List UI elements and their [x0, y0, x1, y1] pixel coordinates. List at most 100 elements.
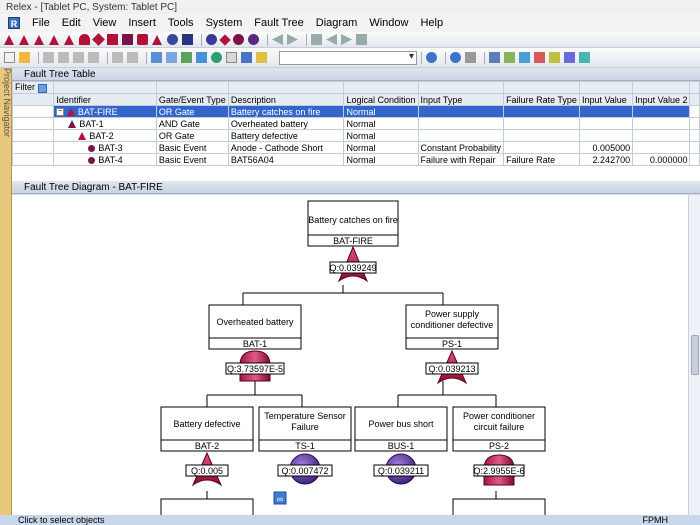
node-bat-2[interactable]: Battery defective BAT-2 Q:0.005: [160, 406, 254, 487]
filter-cell[interactable]: Filter: [11, 81, 55, 94]
row-input-type[interactable]: Failure with Repair: [417, 153, 505, 166]
copy-icon[interactable]: [58, 52, 69, 63]
house-event-icon[interactable]: [92, 33, 105, 46]
row-input-value[interactable]: [578, 105, 634, 118]
report-icon[interactable]: [226, 52, 237, 63]
node-bat-1[interactable]: Overheated battery BAT-1 Q:3.73597E-5: [208, 304, 302, 382]
and-gate-tool-icon[interactable]: [19, 34, 29, 45]
menu-help[interactable]: Help: [420, 17, 444, 29]
cut-icon[interactable]: [43, 52, 54, 63]
filter-icon[interactable]: [37, 83, 47, 93]
properties-icon[interactable]: [181, 52, 192, 63]
event-circle-icon[interactable]: [206, 34, 217, 45]
markov-module-icon[interactable]: [519, 52, 530, 63]
node-bat-fire[interactable]: Battery catches on fire BAT-FIRE Q:0.039…: [307, 200, 399, 283]
column-header-failure-rate-type[interactable]: Failure Rate Type: [503, 93, 580, 106]
transfer-gate-icon[interactable]: [152, 34, 162, 45]
node-bus-1[interactable]: Power bus short BUS-1 Q:0.039211: [354, 406, 448, 485]
row-type[interactable]: AND Gate: [155, 117, 229, 130]
row-input-value[interactable]: [578, 129, 634, 142]
paste-icon[interactable]: [73, 52, 84, 63]
row-rate-type[interactable]: [503, 117, 580, 130]
row-input-type[interactable]: [417, 105, 505, 118]
row-input-value[interactable]: 0.005000: [578, 141, 634, 154]
and-gate-shape-icon[interactable]: [79, 34, 90, 45]
inhibit-gate-tool-icon[interactable]: [64, 34, 74, 45]
project-navigator-tab[interactable]: Project Navigator: [0, 68, 12, 515]
row-type[interactable]: OR Gate: [155, 129, 229, 142]
row-input-value-2[interactable]: [632, 141, 691, 154]
row-rate-type[interactable]: [503, 129, 580, 142]
basic-event-icon[interactable]: [167, 34, 178, 45]
table-row[interactable]: BAT-4 Basic Event BAT56A04 Normal Failur…: [11, 153, 700, 166]
row-condition[interactable]: Normal: [343, 129, 419, 142]
back-arrow-icon[interactable]: [272, 34, 283, 45]
link-icon[interactable]: ∞: [273, 491, 287, 505]
priority-and-gate-tool-icon[interactable]: [49, 34, 59, 45]
first-page-icon[interactable]: [311, 34, 322, 45]
print-icon[interactable]: [151, 52, 162, 63]
transfer-in-icon[interactable]: [137, 34, 148, 45]
app-icon[interactable]: R: [8, 17, 20, 29]
or-gate-tool-icon[interactable]: [4, 34, 14, 45]
row-input-type[interactable]: [417, 117, 505, 130]
menu-system[interactable]: System: [205, 17, 243, 29]
diamond-event-icon[interactable]: [219, 33, 231, 46]
event-description-box[interactable]: [160, 406, 254, 452]
new-file-icon[interactable]: [4, 52, 15, 63]
ellipse-event-icon[interactable]: [233, 34, 244, 45]
column-header-input-type[interactable]: Input Type: [417, 93, 505, 106]
row-type[interactable]: Basic Event: [155, 141, 229, 154]
row-description[interactable]: Battery catches on fire: [227, 105, 345, 118]
event-description-box[interactable]: [452, 406, 546, 452]
view-combo[interactable]: [279, 50, 417, 65]
fault-tree-canvas[interactable]: Battery catches on fire BAT-FIRE Q:0.039…: [12, 195, 688, 515]
collapse-toggle-icon[interactable]: −: [56, 108, 65, 117]
transfer-triangle-icon[interactable]: [182, 34, 193, 45]
chart-icon[interactable]: [241, 52, 252, 63]
help-icon[interactable]: [426, 52, 437, 63]
conditional-event-icon[interactable]: [122, 34, 133, 45]
column-header-input-value[interactable]: Input Value: [578, 93, 634, 106]
calculate-icon[interactable]: [211, 52, 222, 63]
undo-icon[interactable]: [112, 52, 123, 63]
lambda-icon[interactable]: [564, 52, 575, 63]
last-page-icon[interactable]: [356, 34, 367, 45]
row-description[interactable]: Overheated battery: [227, 117, 345, 130]
row-input-type[interactable]: Constant Probability: [417, 141, 505, 154]
row-description[interactable]: Anode - Cathode Short: [227, 141, 345, 154]
row-rate-type[interactable]: Failure Rate: [503, 153, 580, 166]
table-row[interactable]: BAT-2 OR Gate Battery defective Normal: [11, 129, 700, 142]
row-input-value-2[interactable]: [632, 117, 691, 130]
row-input-value[interactable]: [578, 117, 634, 130]
row-input-value-2[interactable]: 0.000000: [632, 153, 691, 166]
column-header-description[interactable]: Description: [227, 93, 345, 106]
xor-gate-tool-icon[interactable]: [34, 34, 44, 45]
event-description-box[interactable]: [208, 304, 302, 350]
previous-page-icon[interactable]: [326, 34, 337, 45]
row-description[interactable]: BAT56A04: [227, 153, 345, 166]
open-folder-icon[interactable]: [19, 52, 30, 63]
row-condition[interactable]: Normal: [343, 105, 419, 118]
table-row[interactable]: BAT-3 Basic Event Anode - Cathode Short …: [11, 141, 700, 154]
navigator-icon[interactable]: [450, 52, 461, 63]
event-description-box[interactable]: [307, 200, 399, 247]
menu-file[interactable]: File: [32, 17, 50, 29]
row-condition[interactable]: Normal: [343, 141, 419, 154]
oval-event-icon[interactable]: [248, 34, 259, 45]
menu-diagram[interactable]: Diagram: [315, 17, 358, 29]
fmea-module-icon[interactable]: [504, 52, 515, 63]
print-preview-icon[interactable]: [166, 52, 177, 63]
table-row[interactable]: − BAT-FIRE OR Gate Battery catches on fi…: [11, 105, 700, 118]
row-type[interactable]: OR Gate: [155, 105, 229, 118]
column-header-input-value-2[interactable]: Input Value 2: [632, 93, 691, 106]
row-input-value-2[interactable]: [632, 129, 691, 142]
menu-fault-tree[interactable]: Fault Tree: [254, 17, 304, 29]
export-icon[interactable]: [256, 52, 267, 63]
column-header-gate-event-type[interactable]: Gate/Event Type: [155, 93, 229, 106]
menu-window[interactable]: Window: [369, 17, 409, 29]
fault-tree-module-icon[interactable]: [534, 52, 545, 63]
row-condition[interactable]: Normal: [343, 153, 419, 166]
row-input-value[interactable]: 2.242700: [578, 153, 634, 166]
rbd-module-icon[interactable]: [489, 52, 500, 63]
